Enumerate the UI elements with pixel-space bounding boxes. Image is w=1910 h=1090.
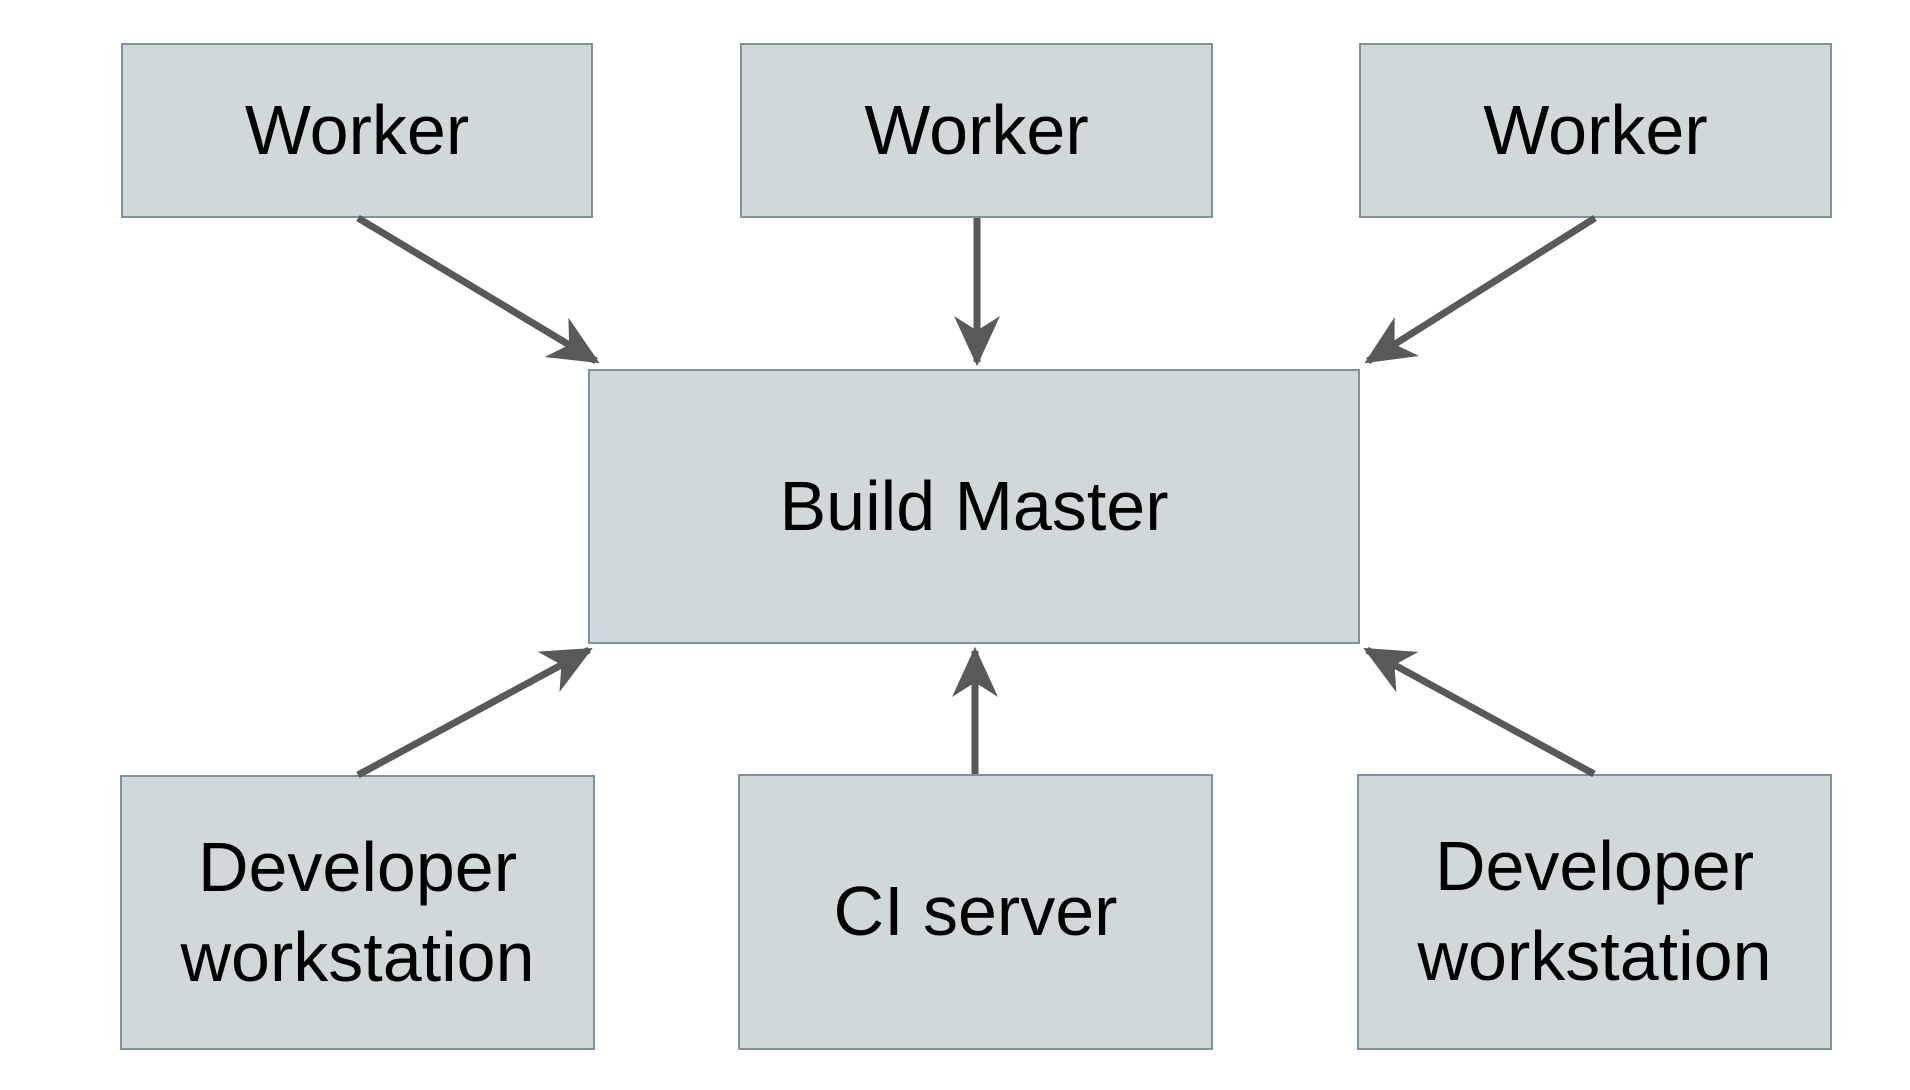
- node-label: Worker: [1483, 90, 1708, 169]
- arrow-developer-workstation-right-to-build-master: [1363, 646, 1596, 778]
- arrow-worker-top-right-to-build-master: [1364, 215, 1597, 364]
- node-build-master: Build Master: [588, 369, 1360, 644]
- arrow-worker-top-left-to-build-master: [356, 214, 600, 365]
- node-label: Build Master: [779, 466, 1169, 545]
- node-label: Developer workstation: [180, 827, 535, 996]
- node-worker-top-left: Worker: [121, 43, 593, 218]
- node-worker-top-right: Worker: [1359, 43, 1832, 218]
- node-label: Developer workstation: [1417, 827, 1772, 995]
- arrow-developer-workstation-left-to-build-master: [356, 646, 593, 779]
- node-ci-server: CI server: [738, 774, 1213, 1050]
- node-developer-workstation-left: Developer workstation: [120, 775, 595, 1050]
- node-worker-top-center: Worker: [740, 43, 1213, 218]
- node-label: CI server: [833, 872, 1118, 951]
- node-label: Worker: [244, 90, 470, 169]
- node-developer-workstation-right: Developer workstation: [1357, 774, 1832, 1050]
- node-label: Worker: [864, 90, 1089, 169]
